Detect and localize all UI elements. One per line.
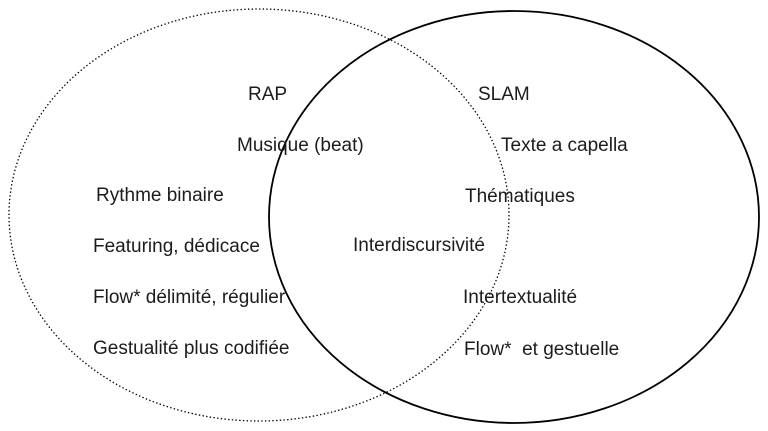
slam-item-flow-gestuelle: Flow* et gestuelle — [464, 339, 620, 360]
rap-item-gestualite-codifiee: Gestualité plus codifiée — [93, 338, 290, 359]
overlap-item-interdiscursivite: Interdiscursivité — [353, 235, 485, 256]
slam-item-thematiques: Thématiques — [465, 186, 575, 207]
rap-circle-outline — [8, 8, 510, 422]
rap-item-featuring-dedicace: Featuring, dédicace — [93, 236, 260, 257]
rap-item-musique-beat: Musique (beat) — [237, 135, 364, 156]
slam-item-texte-a-capella: Texte a capella — [501, 135, 628, 156]
rap-item-rythme-binaire: Rythme binaire — [96, 185, 224, 206]
slam-circle-outline — [268, 10, 760, 424]
slam-item-intertextualite: Intertextualité — [463, 287, 578, 308]
left-circle-title: RAP — [248, 84, 288, 105]
right-circle-title: SLAM — [478, 84, 530, 105]
rap-item-flow-delimite: Flow* délimité, régulier — [93, 287, 286, 308]
